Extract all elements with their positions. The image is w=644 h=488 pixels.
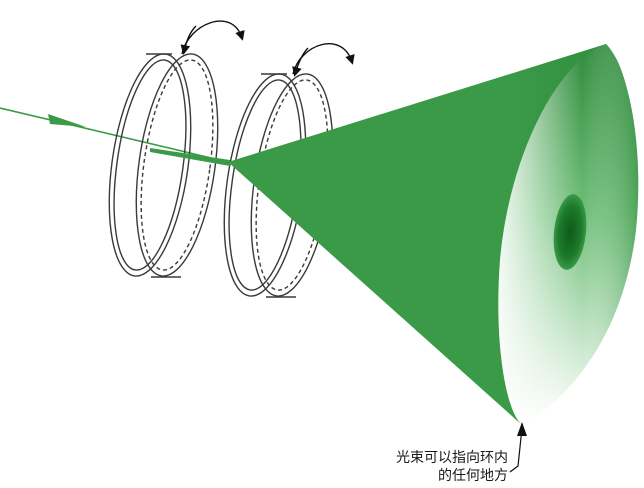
incoming-beam: [0, 107, 229, 163]
beam-cone: [228, 44, 639, 425]
beam-through-prisms: [150, 148, 230, 166]
beam-direction-arrow-icon: [48, 114, 86, 127]
callout-text-line-1: 光束可以指向环内: [396, 450, 508, 466]
cone-center-hole: [553, 194, 587, 270]
callout-text-line-2: 的任何地方: [438, 468, 508, 484]
curved-rotation-arrow-icon: [180, 20, 245, 55]
prism-1: [108, 53, 219, 278]
callout-arrow-icon: [509, 422, 527, 473]
curved-rotation-arrow-icon: [292, 43, 355, 77]
